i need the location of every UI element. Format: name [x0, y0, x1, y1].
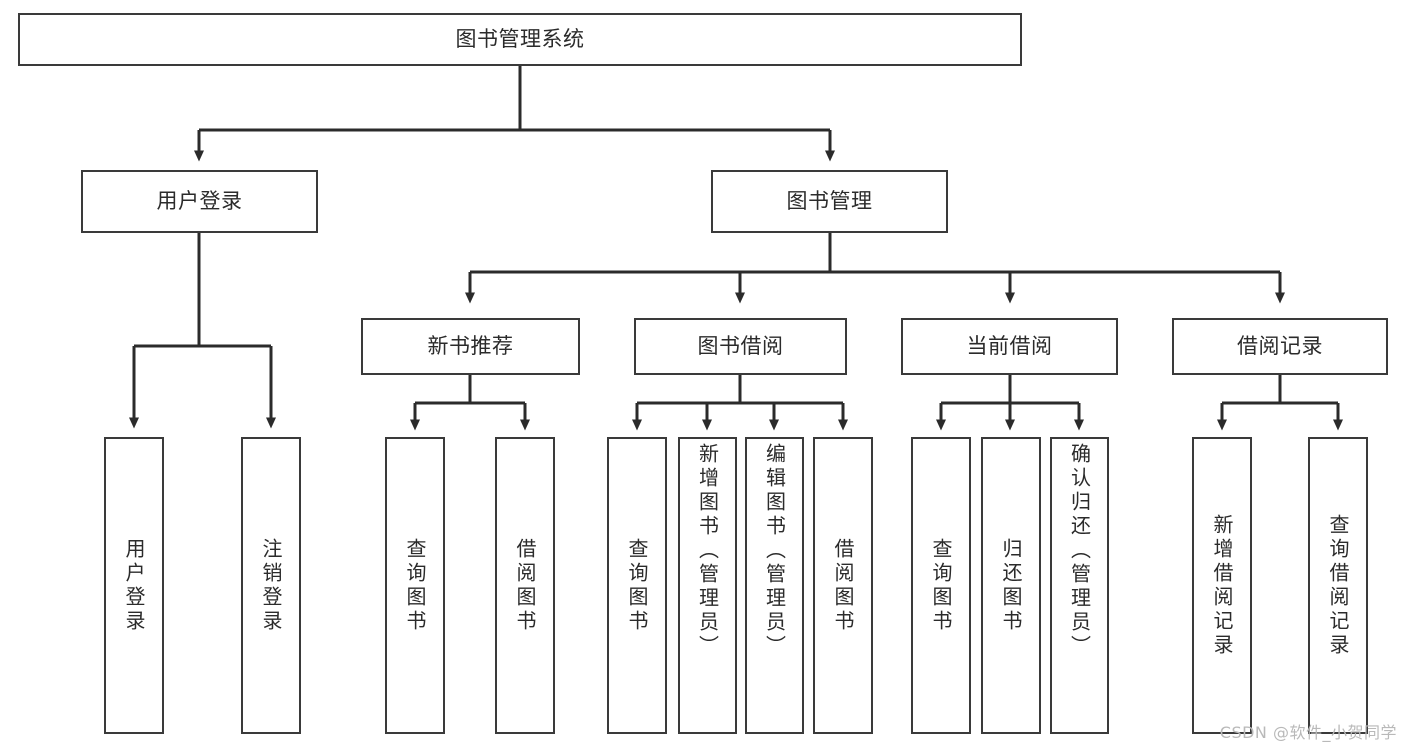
leaf-logout-label: 注销登录	[259, 537, 283, 634]
leaf-confirm-return-admin-label: 确认归还（管理员）	[1067, 443, 1092, 659]
node-root[interactable]: 图书管理系统	[18, 13, 1022, 66]
leaf-borrow-book-1-label: 借阅图书	[513, 537, 537, 634]
leaf-edit-book-admin[interactable]: 编辑图书（管理员）	[745, 437, 804, 734]
leaf-confirm-return-admin[interactable]: 确认归还（管理员）	[1050, 437, 1109, 734]
node-borrow-record-label: 借阅记录	[1237, 333, 1323, 358]
node-new-book-recommend[interactable]: 新书推荐	[361, 318, 580, 375]
node-user-login[interactable]: 用户登录	[81, 170, 318, 233]
leaf-borrow-book-2[interactable]: 借阅图书	[813, 437, 873, 734]
leaf-add-book-admin-label: 新增图书（管理员）	[695, 443, 720, 659]
node-root-label: 图书管理系统	[455, 26, 585, 51]
node-new-book-recommend-label: 新书推荐	[427, 333, 514, 358]
node-current-borrow[interactable]: 当前借阅	[901, 318, 1118, 375]
leaf-query-book-3-label: 查询图书	[929, 537, 953, 634]
leaf-edit-book-admin-label: 编辑图书（管理员）	[762, 443, 787, 659]
node-borrow-record[interactable]: 借阅记录	[1172, 318, 1388, 375]
leaf-user-login-label: 用户登录	[122, 537, 146, 634]
leaf-query-book-2[interactable]: 查询图书	[607, 437, 667, 734]
leaf-return-book[interactable]: 归还图书	[981, 437, 1041, 734]
leaf-query-book-1[interactable]: 查询图书	[385, 437, 445, 734]
node-book-borrow[interactable]: 图书借阅	[634, 318, 847, 375]
leaf-query-record-label: 查询借阅记录	[1326, 513, 1350, 658]
leaf-query-book-2-label: 查询图书	[625, 537, 649, 634]
leaf-return-book-label: 归还图书	[999, 537, 1023, 634]
leaf-add-record-label: 新增借阅记录	[1210, 513, 1234, 658]
node-user-login-label: 用户登录	[156, 188, 243, 213]
node-book-manage[interactable]: 图书管理	[711, 170, 948, 233]
node-book-borrow-label: 图书借阅	[697, 333, 784, 358]
leaf-add-record[interactable]: 新增借阅记录	[1192, 437, 1252, 734]
leaf-query-book-1-label: 查询图书	[403, 537, 427, 634]
leaf-borrow-book-1[interactable]: 借阅图书	[495, 437, 555, 734]
leaf-borrow-book-2-label: 借阅图书	[831, 537, 855, 634]
leaf-logout[interactable]: 注销登录	[241, 437, 301, 734]
leaf-query-book-3[interactable]: 查询图书	[911, 437, 971, 734]
leaf-user-login[interactable]: 用户登录	[104, 437, 164, 734]
leaf-query-record[interactable]: 查询借阅记录	[1308, 437, 1368, 734]
leaf-add-book-admin[interactable]: 新增图书（管理员）	[678, 437, 737, 734]
node-book-manage-label: 图书管理	[786, 188, 873, 213]
node-current-borrow-label: 当前借阅	[966, 333, 1053, 358]
